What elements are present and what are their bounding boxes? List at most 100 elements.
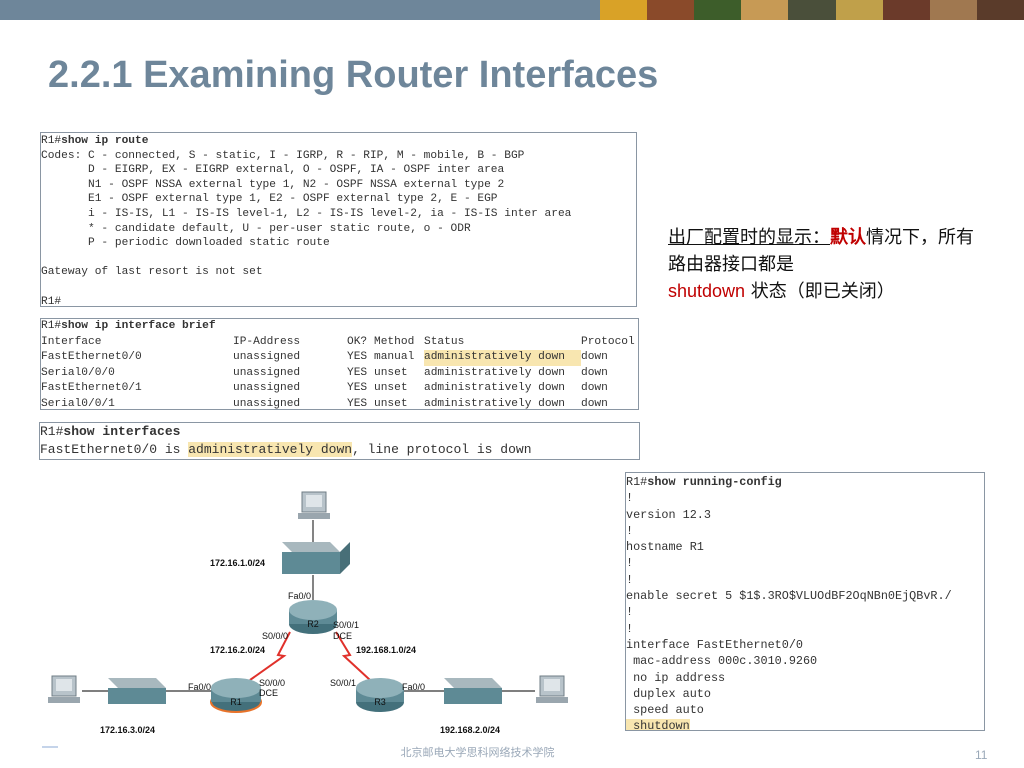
table-cell: unset [374,397,408,410]
annotation-note: 出厂配置时的显示：默认情况下，所有路由器接口都是 shutdown 状态（即已关闭… [668,224,988,305]
table-cell: down [581,366,608,379]
show-ip-route-output: R1#show ip route Codes: C - connected, S… [40,132,637,307]
note-text-end: 状态（即已关闭） [745,281,895,302]
r3-s001-label: S0/0/1 [330,678,356,688]
table-cell: FastEthernet0/0 [41,351,142,364]
output-line: ! [626,572,634,587]
end-prompt: R1# [41,295,62,307]
output-line: ! [626,605,634,620]
table-cell: unassigned [233,351,301,364]
table-row: FastEthernet0/1 unassigned YES unset adminis… [41,381,638,397]
net-left-label: 172.16.3.0/24 [100,725,155,735]
footer-logo [42,746,58,758]
photo-strip [600,0,1024,20]
table-cell: administratively down [424,382,565,395]
note-shutdown: shutdown [668,281,746,301]
table-cell: manual [374,351,415,364]
output-line: duplex auto [626,686,711,701]
r2-dce-label: DCE [333,631,352,641]
net-right-label: 192.168.2.0/24 [440,725,500,735]
page-number: 11 [975,748,988,762]
output-line: enable secret 5 $1$.3RO$VLUOdBF2OqNBn0Ej… [626,589,952,604]
output-line: ! [626,523,634,538]
table-cell: YES [347,366,368,379]
output-line [41,280,636,295]
router-r1-label: R1 [230,697,242,707]
command-line: R1#show running-config [626,475,782,489]
table-cell: unassigned [233,366,301,379]
router-r2-label: R2 [307,619,319,629]
output-line: ! [626,556,634,571]
shutdown-line: shutdown [626,718,984,730]
table-cell: FastEthernet0/1 [41,382,142,395]
note-emphasis: 默认 [830,227,866,248]
router-r1-icon: R1 [210,678,262,713]
router-r2-icon: R2 [289,600,337,634]
output-line: i - IS-IS, L1 - IS-IS level-1, L2 - IS-I… [41,207,572,220]
output-line: version 12.3 [626,507,711,522]
output-line: D - EIGRP, EX - EIGRP external, O - OSPF… [41,164,505,177]
table-cell: down [581,351,608,364]
r1-s000-label: S0/0/0 [259,678,285,688]
output-line: mac-address 000c.3010.9260 [626,654,818,669]
pc-top-icon [298,491,330,519]
output-line: Gateway of last resort is not set [41,266,263,279]
net-top-label: 172.16.1.0/24 [210,558,265,568]
router-r3-icon: R3 [356,678,404,712]
serial-link-r1-r2 [249,631,291,681]
switch-right-icon [444,678,502,704]
output-line: ! [626,491,634,506]
table-cell: unassigned [233,382,301,395]
table-cell: administratively down [424,397,565,410]
pc-left-icon [48,675,80,703]
pc-right-icon [536,675,568,703]
table-cell: administratively down [424,366,565,379]
command-line: R1#show interfaces [40,424,181,439]
output-line: N1 - OSPF NSSA external type 1, N2 - OSP… [41,178,505,191]
table-cell: Serial0/0/0 [41,366,115,379]
output-line [41,251,636,266]
command-line: R1#show ip interface brief [41,320,216,332]
note-text: 情况下，所有路由器接口都是 [668,227,974,275]
table-cell: unset [374,382,408,395]
r2-fa00-label: Fa0/0 [288,591,311,601]
switch-top-icon [282,542,350,574]
r1-dce-label: DCE [259,688,278,698]
router-r3-label: R3 [374,697,386,707]
slide-title: 2.2.1 Examining Router Interfaces [48,54,659,96]
output-line: * - candidate default, U - per-user stat… [41,222,471,235]
table-cell: unassigned [233,397,301,410]
net-r2r3-label: 192.168.1.0/24 [356,645,416,655]
note-heading: 出厂配置时的显示： [668,227,830,248]
table-cell: down [581,397,608,410]
interface-status-line: FastEthernet0/0 is administratively down… [40,442,532,457]
output-line: P - periodic downloaded static route [41,237,330,250]
output-line: E1 - OSPF external type 1, E2 - OSPF ext… [41,193,498,206]
table-cell: YES [347,351,368,364]
output-line: hostname R1 [626,540,704,555]
table-cell: unset [374,366,408,379]
admin-down-highlight: administratively down [188,442,353,457]
output-line: speed auto [626,703,704,718]
output-line: interface FastEthernet0/0 [626,637,803,652]
net-r1r2-label: 172.16.2.0/24 [210,645,265,655]
table-cell: down [581,382,608,395]
table-cell: YES [347,397,368,410]
show-interfaces-output: R1#show interfaces FastEthernet0/0 is ad… [39,422,640,460]
network-topology-diagram: R2 R1 R3 172.16.1.0/24 Fa0/0 S0/0/0 S0/0… [48,491,568,735]
output-line: ! [626,621,634,636]
output-line: no ip address [626,670,726,685]
show-running-config-output: R1#show running-config !version 12.3!hos… [625,472,985,731]
serial-link-r2-r3 [335,631,371,681]
switch-left-icon [108,678,166,704]
output-line: Codes: C - connected, S - static, I - IG… [41,149,525,162]
r2-s001-label: S0/0/1 [333,620,359,630]
r1-fa00-label: Fa0/0 [188,682,211,692]
footer-text: 北京邮电大学思科网络技术学院 [400,747,555,759]
table-cell: YES [347,382,368,395]
r2-s000-label: S0/0/0 [262,631,288,641]
